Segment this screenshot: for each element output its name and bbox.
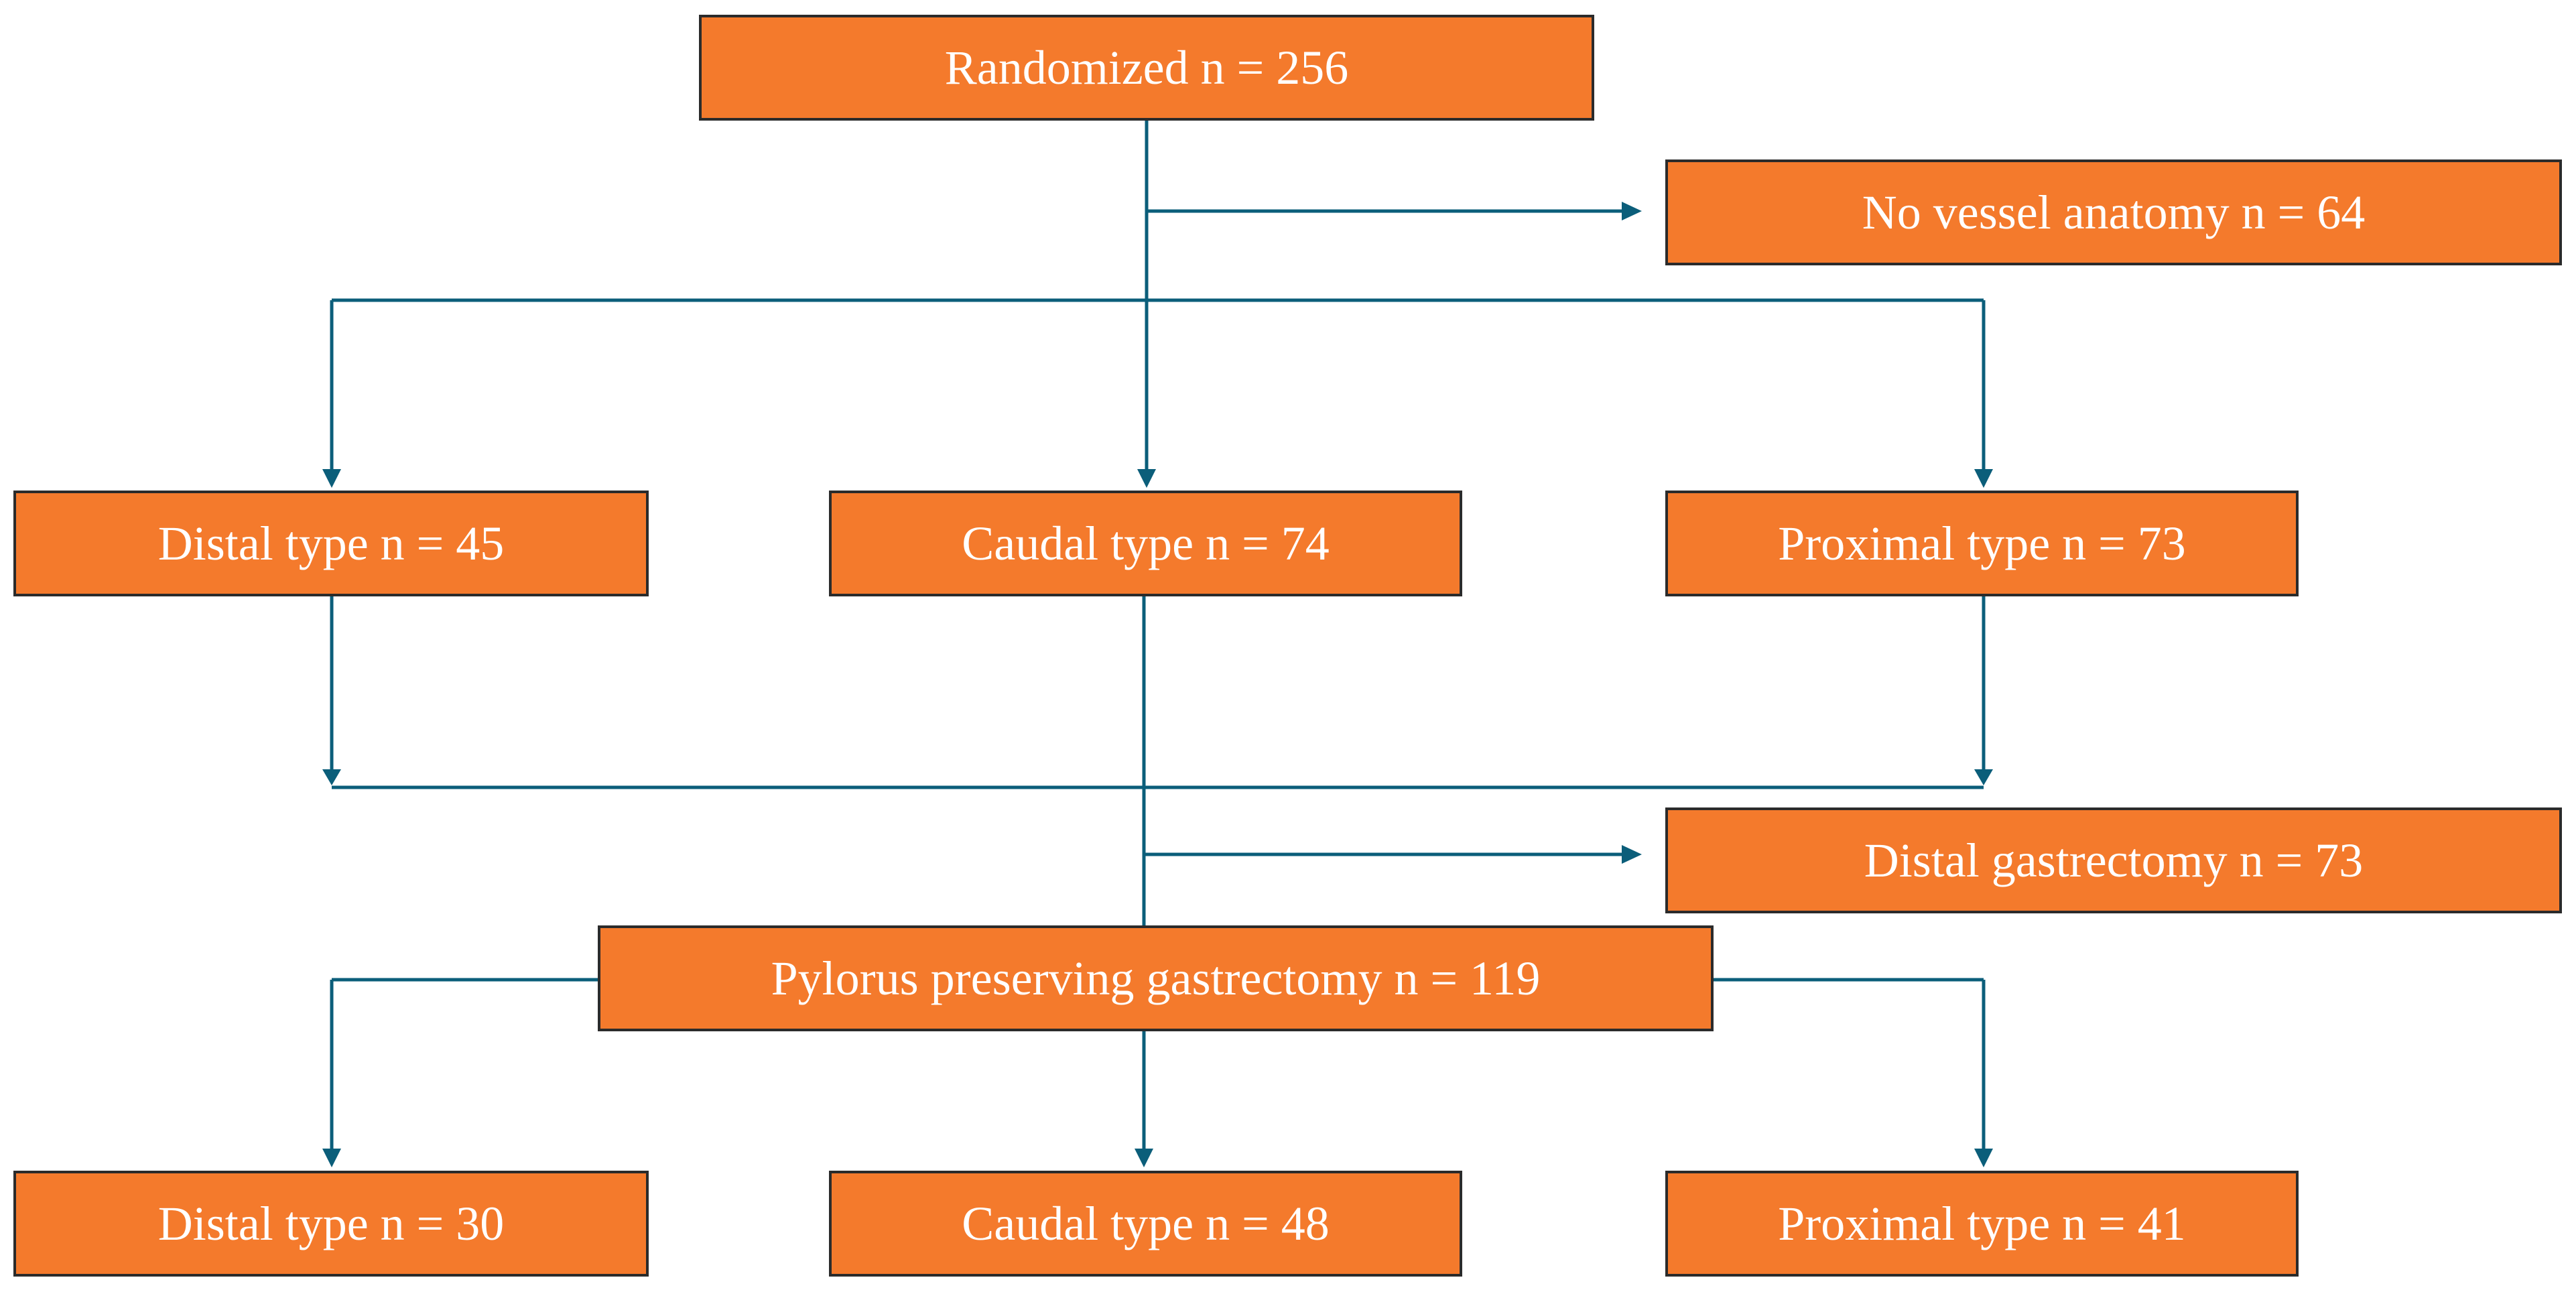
arrowhead-caudal-1 xyxy=(1137,469,1156,488)
proximal-type-box-level2: Proximal type n = 41 xyxy=(1665,1171,2299,1277)
arrowhead-distal-2 xyxy=(322,1149,341,1167)
caudal-type-box-level2: Caudal type n = 48 xyxy=(829,1171,1462,1277)
no-vessel-anatomy-box: No vessel anatomy n = 64 xyxy=(1665,159,2562,265)
exclusion-arrowhead xyxy=(1622,202,1642,220)
arrowhead-caudal-2 xyxy=(1135,1149,1153,1167)
arrowhead-proximal-1 xyxy=(1974,469,1993,488)
pylorus-preserving-gastrectomy-box: Pylorus preserving gastrectomy n = 119 xyxy=(598,925,1714,1031)
arrowhead-proximal-2 xyxy=(1974,1149,1993,1167)
arrowhead-distal-1 xyxy=(322,469,341,488)
caudal-type-box-level1: Caudal type n = 74 xyxy=(829,491,1462,596)
distal-type-box-level1: Distal type n = 45 xyxy=(13,491,649,596)
distal-gastrectomy-box: Distal gastrectomy n = 73 xyxy=(1665,807,2562,913)
distal-gastrectomy-arrowhead xyxy=(1622,845,1642,864)
merge-arrowhead-distal xyxy=(322,769,341,785)
merge-arrowhead-proximal xyxy=(1974,769,1993,785)
randomized-box: Randomized n = 256 xyxy=(699,15,1594,121)
proximal-type-box-level1: Proximal type n = 73 xyxy=(1665,491,2299,596)
distal-type-box-level2: Distal type n = 30 xyxy=(13,1171,649,1277)
